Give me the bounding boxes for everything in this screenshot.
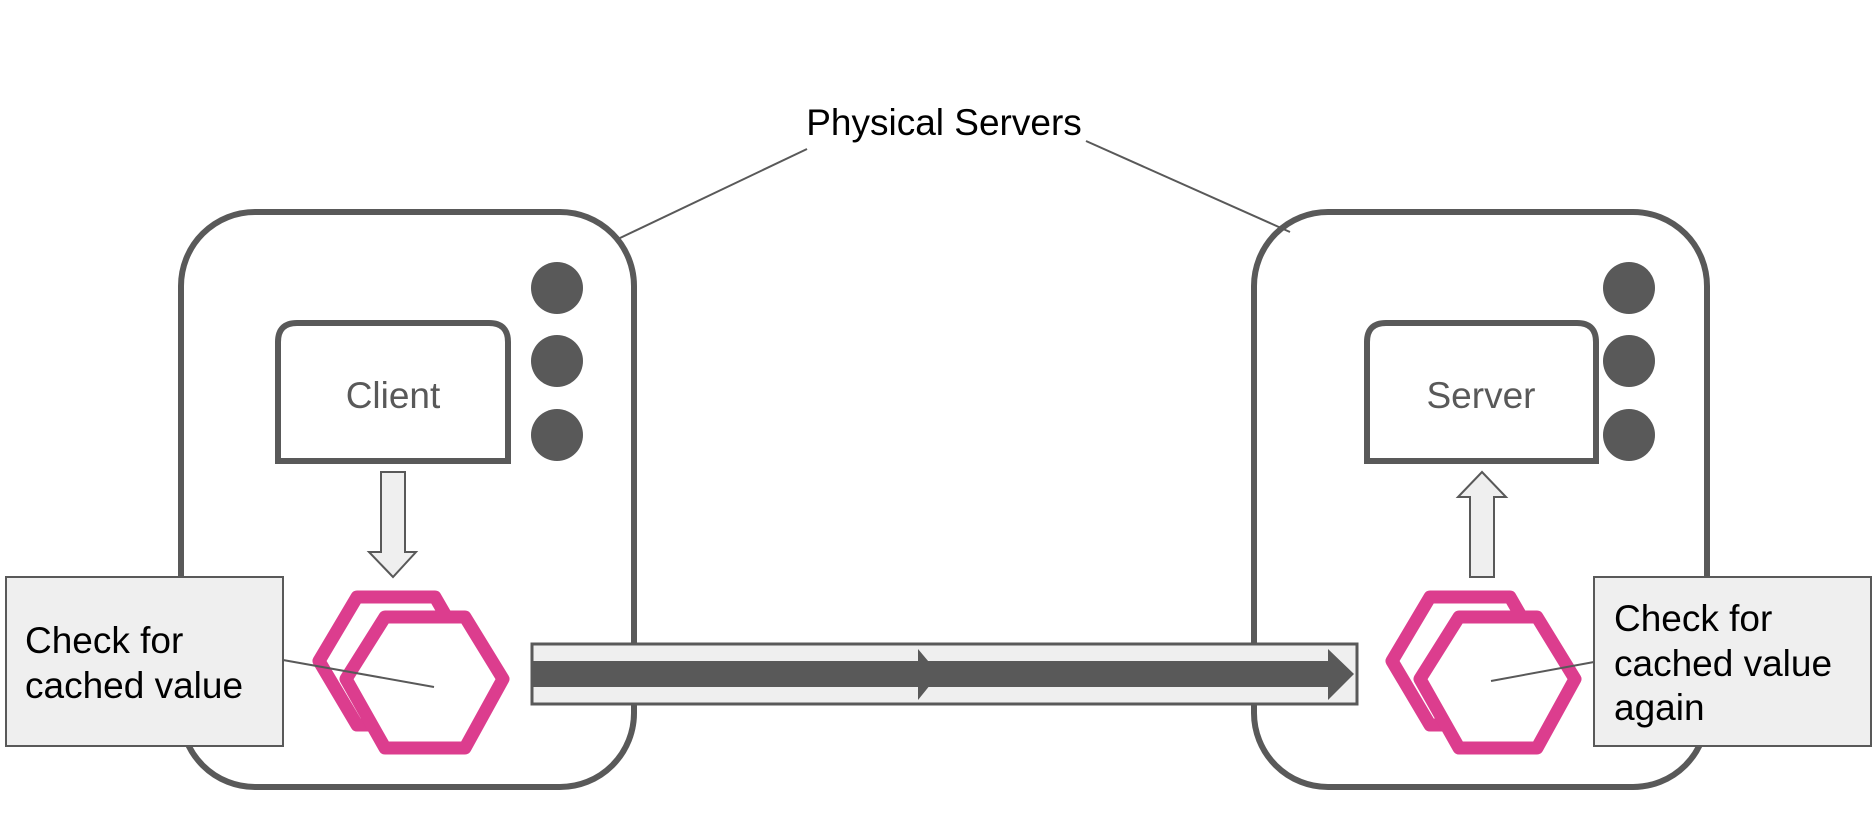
server-chassis-left bbox=[178, 209, 637, 790]
callout-right-line-1: Check for bbox=[1614, 598, 1772, 639]
status-led-icon bbox=[1603, 262, 1655, 314]
hexagon-stack-icon bbox=[1385, 590, 1582, 755]
status-led-icon bbox=[531, 262, 583, 314]
server-chassis-right bbox=[1251, 209, 1710, 790]
physical-servers-label: Physical Servers bbox=[806, 102, 1082, 143]
callout-left: Check for cached value bbox=[5, 576, 435, 747]
callout-left-line-2: cached value bbox=[25, 665, 243, 706]
status-led-icon bbox=[531, 335, 583, 387]
request-arrow-head-icon bbox=[1328, 649, 1354, 700]
callout-right: Check for cached value again bbox=[1490, 576, 1872, 747]
request-arrow-mid-head-icon bbox=[918, 649, 939, 700]
network-connection bbox=[530, 642, 1359, 706]
status-led-icon bbox=[531, 409, 583, 461]
status-led-icon bbox=[1603, 409, 1655, 461]
callout-right-line-3: again bbox=[1614, 687, 1705, 728]
status-led-icon bbox=[1603, 335, 1655, 387]
hexagon-stack-icon bbox=[312, 590, 510, 755]
server-box bbox=[1364, 320, 1599, 464]
up-arrow-icon bbox=[1455, 470, 1509, 578]
leader-line-left-server bbox=[619, 148, 808, 239]
callout-right-leader bbox=[1490, 661, 1595, 682]
callout-left-box bbox=[5, 576, 284, 747]
callout-left-leader bbox=[282, 659, 435, 688]
callout-left-line-1: Check for bbox=[25, 620, 183, 661]
leader-line-right-server bbox=[1085, 140, 1291, 233]
client-box bbox=[275, 320, 511, 464]
server-label: Server bbox=[1427, 375, 1536, 416]
client-label: Client bbox=[346, 375, 441, 416]
physical-server-left: Client bbox=[178, 209, 637, 790]
physical-server-right: Server bbox=[1251, 209, 1710, 790]
down-arrow-icon bbox=[366, 471, 419, 579]
callout-right-box bbox=[1593, 576, 1872, 747]
callout-right-line-2: cached value bbox=[1614, 643, 1832, 684]
